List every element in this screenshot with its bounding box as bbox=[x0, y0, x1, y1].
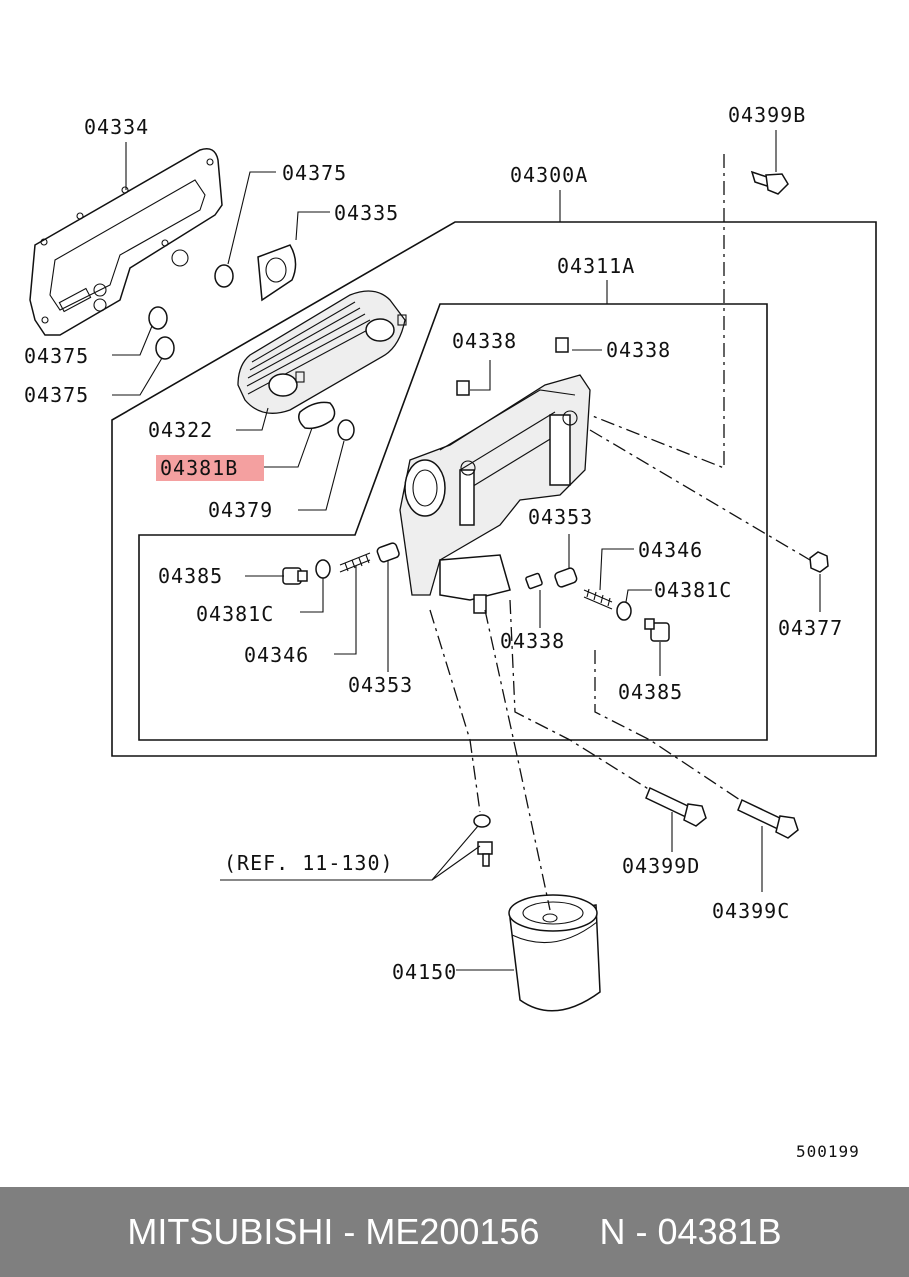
leader-ref bbox=[220, 825, 481, 881]
label-04381C-b: 04381C bbox=[654, 578, 732, 602]
leader-04346-a bbox=[599, 548, 634, 591]
label-04385-b: 04385 bbox=[618, 680, 683, 704]
ref-washer bbox=[473, 814, 491, 828]
label-04322: 04322 bbox=[148, 418, 213, 442]
leader-04381C-a bbox=[300, 578, 324, 613]
centerline-filter-2 bbox=[484, 609, 551, 911]
label-04381C-a: 04381C bbox=[196, 602, 274, 626]
plug-04385-b-drawing bbox=[644, 618, 670, 642]
valve-04353-b-drawing bbox=[554, 567, 578, 588]
leader-04346-b bbox=[334, 566, 357, 655]
o-ring-04375-c bbox=[155, 336, 175, 360]
drawing-number: 500199 bbox=[796, 1142, 860, 1161]
washer-04381C-a bbox=[315, 559, 331, 579]
label-04150: 04150 bbox=[392, 960, 457, 984]
footer-gap bbox=[540, 1211, 600, 1253]
label-04334: 04334 bbox=[84, 115, 149, 139]
leader-04381C-b bbox=[625, 589, 652, 603]
centerline-bolts-2 bbox=[594, 650, 741, 801]
parts-diagram: 04334 04375 04335 04300A 04399B 04311A 0… bbox=[24, 103, 877, 1161]
valve-04353-a-drawing bbox=[376, 542, 400, 563]
housing-04311A-drawing bbox=[399, 337, 591, 614]
subassembly-frame-04311A bbox=[138, 303, 768, 741]
leader-04379 bbox=[298, 440, 345, 511]
footer-ref-code: N - 04381B bbox=[599, 1211, 782, 1252]
label-04399C: 04399C bbox=[712, 899, 790, 923]
leader-04375-b bbox=[112, 325, 153, 356]
bolt-04399D-drawing bbox=[645, 786, 707, 827]
label-04399B: 04399B bbox=[728, 103, 806, 127]
spring-04346-a-drawing bbox=[339, 552, 371, 573]
washer-04381C-b bbox=[616, 601, 632, 621]
o-ring-04375-a bbox=[214, 264, 234, 288]
gasket-04334-drawing bbox=[29, 148, 223, 336]
label-04377: 04377 bbox=[778, 616, 843, 640]
footer-brand: MITSUBISHI bbox=[127, 1211, 334, 1252]
label-highlight bbox=[156, 455, 264, 481]
gasket-04381B-drawing bbox=[298, 401, 336, 430]
plug-04385-a-drawing bbox=[282, 567, 308, 585]
leader-04322 bbox=[236, 407, 269, 431]
leader-04375-c bbox=[112, 357, 163, 396]
centerline-04399B bbox=[589, 154, 725, 469]
label-ref: (REF. 11-130) bbox=[224, 851, 394, 875]
label-04300A: 04300A bbox=[510, 163, 588, 187]
ref-fitting bbox=[477, 841, 493, 867]
label-04375-b: 04375 bbox=[24, 344, 89, 368]
label-04375-a: 04375 bbox=[282, 161, 347, 185]
label-04379: 04379 bbox=[208, 498, 273, 522]
footer-bar: MITSUBISHI - ME200156 N - 04381B bbox=[0, 1187, 909, 1277]
centerline-04377 bbox=[589, 429, 811, 561]
leader-04375-a bbox=[227, 171, 276, 265]
bolt-04399B-drawing bbox=[750, 170, 789, 195]
bolt-04399C-drawing bbox=[737, 798, 799, 839]
label-04381B: 04381B bbox=[160, 456, 238, 480]
footer-separator: - bbox=[333, 1211, 366, 1252]
label-04385-a: 04385 bbox=[158, 564, 223, 588]
plate-04335-drawing bbox=[257, 244, 297, 302]
leader-04335 bbox=[295, 211, 330, 241]
spring-04346-b-drawing bbox=[583, 588, 613, 610]
label-04338-b: 04338 bbox=[606, 338, 671, 362]
label-04353-b: 04353 bbox=[348, 673, 413, 697]
label-04375-c: 04375 bbox=[24, 383, 89, 407]
o-ring-04379 bbox=[337, 419, 355, 441]
leader-04381B bbox=[264, 427, 313, 468]
leader-04338-a bbox=[470, 360, 491, 391]
label-04338-a: 04338 bbox=[452, 329, 517, 353]
plug-04338-c-drawing bbox=[525, 572, 543, 590]
label-04346-b: 04346 bbox=[244, 643, 309, 667]
nut-04377-drawing bbox=[809, 551, 829, 573]
label-04346-a: 04346 bbox=[638, 538, 703, 562]
oil-cooler-04322-drawing bbox=[237, 290, 407, 414]
o-ring-04375-b bbox=[148, 306, 168, 330]
label-04311A: 04311A bbox=[557, 254, 635, 278]
footer-part-number: ME200156 bbox=[365, 1211, 540, 1252]
label-04338-c: 04338 bbox=[500, 629, 565, 653]
label-04399D: 04399D bbox=[622, 854, 700, 878]
centerline-filter bbox=[429, 609, 481, 813]
label-04353-a: 04353 bbox=[528, 505, 593, 529]
label-04335: 04335 bbox=[334, 201, 399, 225]
centerline-bolts-1 bbox=[509, 599, 651, 791]
assembly-frame-04300A bbox=[111, 221, 877, 757]
oil-filter-04150-drawing bbox=[508, 894, 601, 1012]
